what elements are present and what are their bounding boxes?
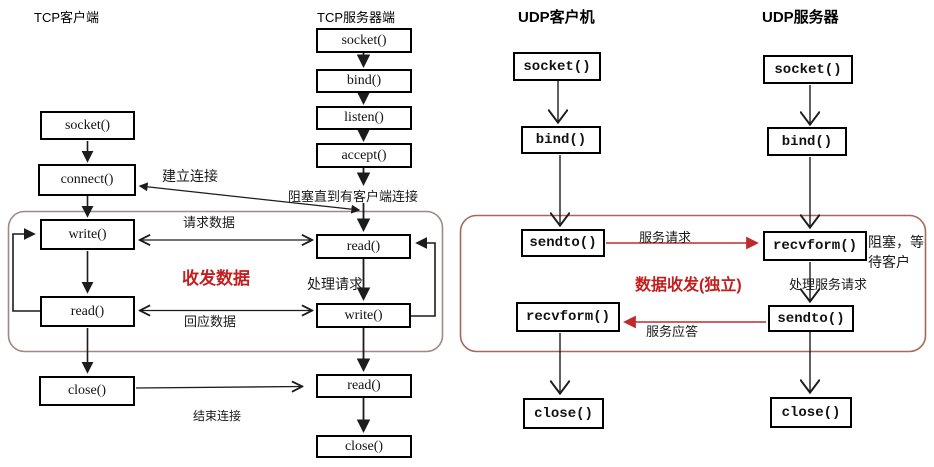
tcp-server-socket-box: socket() (316, 28, 412, 53)
udp-client-sendto-box: sendto() (521, 229, 605, 257)
arrow-tcp-close-read2 (135, 387, 301, 389)
tcp-server-listen-box: listen() (316, 106, 412, 130)
udp-server-close-box: close() (770, 397, 852, 428)
tcp-label-request-data: 请求数据 (183, 215, 236, 230)
tcp-client-title: TCP客户端 (34, 10, 100, 25)
arrow-tcp-establish-connection (138, 182, 361, 214)
tcp-label-response-data: 回应数据 (184, 314, 237, 329)
tcp-server-read2-box: read() (316, 374, 412, 398)
udp-label-exchange-independent: 数据收发(独立) (635, 277, 742, 294)
udp-server-sendto-box: sendto() (768, 305, 854, 332)
udp-server-socket-box: socket() (763, 55, 853, 84)
tcp-client-close-box: close() (39, 376, 135, 406)
arrow-tcp-client-loop (12, 228, 40, 312)
tcp-label-exchange-data: 收发数据 (182, 269, 250, 288)
tcp-label-establish: 建立连接 (162, 168, 218, 184)
tcp-server-accept-box: accept() (316, 143, 412, 168)
tcp-client-read-box: read() (40, 296, 135, 327)
tcp-server-bind-box: bind() (316, 69, 412, 93)
udp-server-bind-box: bind() (767, 127, 847, 156)
arrow-tcp-server-loop (411, 237, 436, 317)
udp-label-block-line2: 待客户 (868, 254, 910, 270)
udp-client-socket-box: socket() (513, 52, 601, 81)
udp-client-title: UDP客户机 (518, 9, 595, 26)
udp-label-service-reply: 服务应答 (646, 324, 699, 339)
udp-label-block-line1: 阻塞，等 (868, 234, 924, 250)
tcp-client-socket-box: socket() (40, 111, 135, 140)
udp-label-service-request: 服务请求 (639, 230, 692, 245)
tcp-client-connect-box: connect() (38, 164, 136, 196)
tcp-label-finish-connection: 结束连接 (193, 409, 242, 423)
udp-client-bind-box: bind() (521, 126, 601, 154)
udp-label-process-request: 处理服务请求 (789, 277, 868, 292)
udp-client-recvform-box: recvform() (516, 302, 620, 332)
udp-server-title: UDP服务器 (762, 9, 839, 26)
tcp-server-read1-box: read() (316, 234, 411, 259)
tcp-server-close-box: close() (316, 435, 412, 458)
udp-client-close-box: close() (523, 398, 604, 429)
tcp-label-process-request: 处理请求 (307, 276, 363, 292)
tcp-label-block-until: 阻塞直到有客户端连接 (288, 189, 419, 204)
tcp-server-title: TCP服务器端 (317, 10, 396, 25)
tcp-client-write-box: write() (40, 219, 135, 250)
udp-exchange-frame (459, 214, 927, 353)
tcp-server-write-box: write() (316, 303, 411, 328)
udp-server-recvform-box: recvform() (763, 231, 867, 261)
